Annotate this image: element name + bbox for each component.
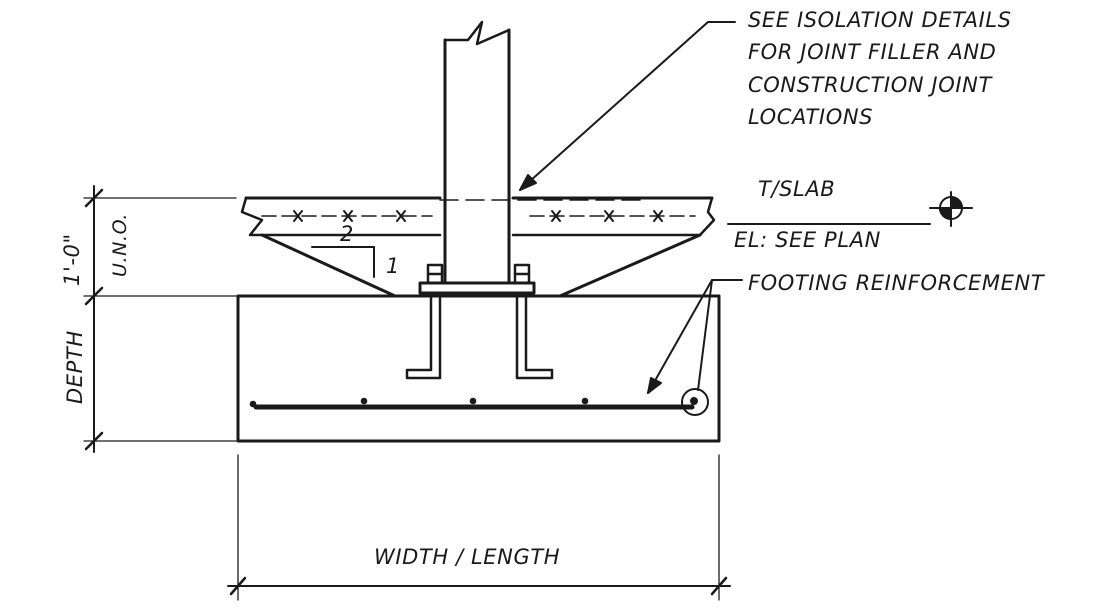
base-plate bbox=[408, 281, 544, 298]
width-length-label: WIDTH / LENGTH bbox=[374, 545, 560, 569]
horizontal-dimension bbox=[227, 454, 731, 601]
elevation-top-label: T/SLAB bbox=[758, 177, 835, 201]
isolation-note-line-4: LOCATIONS bbox=[748, 105, 873, 129]
reinforcement-leader bbox=[647, 279, 743, 394]
elevation-bottom-label: EL: SEE PLAN bbox=[734, 228, 881, 252]
isolation-note-line-3: CONSTRUCTION JOINT bbox=[748, 73, 993, 97]
vertical-dimensions bbox=[83, 185, 237, 453]
footing-rebar bbox=[249, 388, 709, 416]
slope-run-label: 2 bbox=[340, 222, 354, 246]
footing bbox=[236, 294, 721, 443]
anchor-bolts bbox=[405, 294, 554, 380]
isolation-leader bbox=[519, 21, 736, 191]
isolation-note-line-1: SEE ISOLATION DETAILS bbox=[748, 8, 1012, 32]
slab bbox=[240, 196, 716, 298]
slope-rise-label: 1 bbox=[386, 254, 400, 278]
slab-thickness-label: 1'-0" bbox=[60, 233, 84, 286]
depth-label: DEPTH bbox=[63, 330, 87, 404]
rebar-callout-circle bbox=[681, 388, 709, 416]
slope-indicator bbox=[311, 246, 375, 278]
footing-reinforcement-label: FOOTING REINFORCEMENT bbox=[748, 271, 1046, 295]
column bbox=[443, 20, 511, 285]
elevation-marker bbox=[727, 191, 973, 227]
isolation-note-line-2: FOR JOINT FILLER AND bbox=[748, 40, 996, 64]
slab-rebar-marks bbox=[293, 210, 663, 222]
anchor-bolt-nuts bbox=[426, 263, 531, 285]
slab-uno-label: U.N.O. bbox=[109, 213, 131, 277]
